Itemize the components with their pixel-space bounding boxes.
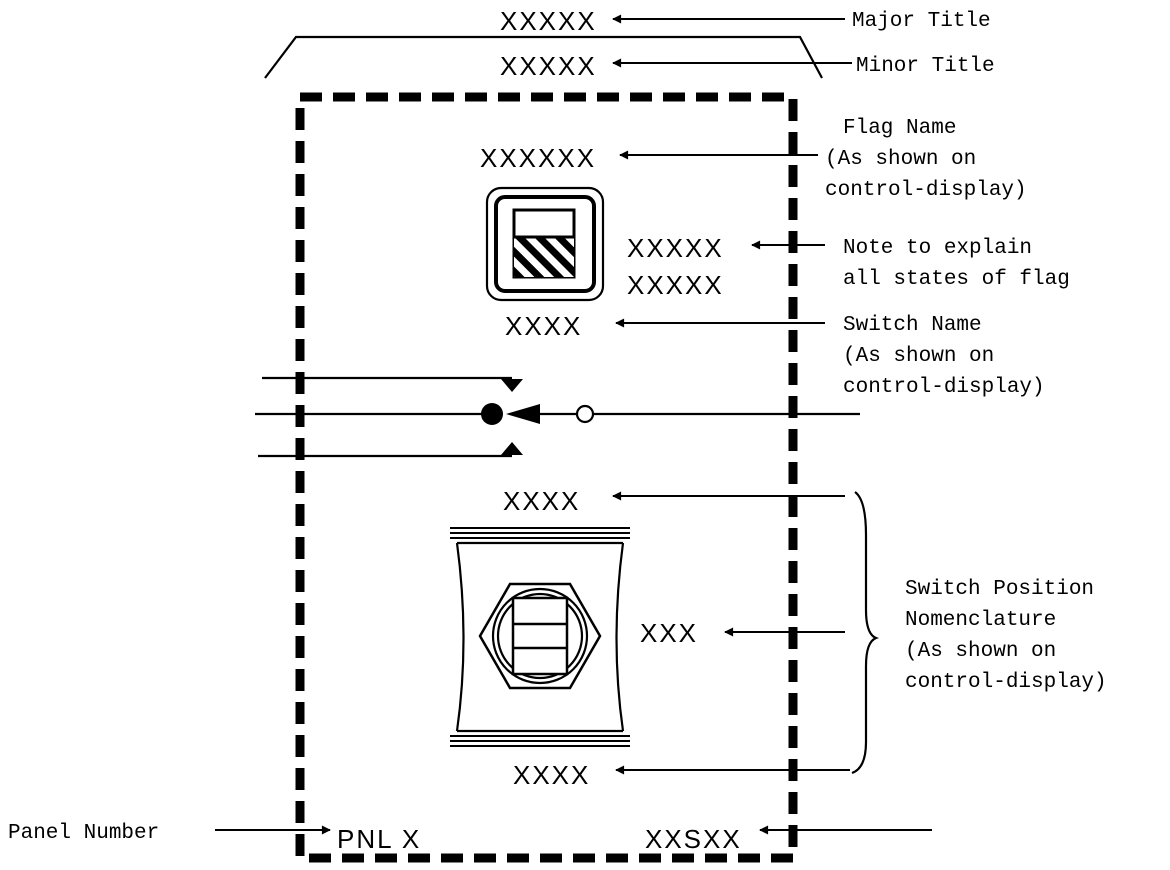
- callout-flag-name: Flag Name (As shown on control-display): [825, 117, 1027, 202]
- switch-position-top-code: XXXX: [503, 486, 580, 516]
- callout-arrows: [215, 14, 932, 835]
- callout-switch-name: Switch Name (As shown on control-display…: [843, 314, 1045, 399]
- flag-indicator-icon: [485, 186, 605, 302]
- switch-name-code: XXXX: [505, 311, 582, 341]
- panel-id-code: XXSXX: [645, 824, 742, 854]
- major-title-code: XXXXX: [500, 6, 597, 36]
- panel-boundary: [295, 92, 798, 863]
- switch-symbol-icon: [255, 376, 860, 458]
- flag-note-code-1: XXXXX: [627, 233, 724, 263]
- callout-flag-note: Note to explain all states of flag: [843, 237, 1070, 291]
- callout-panel-number: Panel Number: [8, 822, 159, 845]
- minor-title-code: XXXXX: [500, 51, 597, 81]
- panel-number-code: PNL X: [337, 824, 421, 854]
- switch-position-bottom-code: XXXX: [513, 760, 590, 790]
- flag-name-code: XXXXXX: [480, 143, 596, 173]
- title-bracket: [264, 35, 823, 79]
- callout-switch-position: Switch Position Nomenclature (As shown o…: [905, 578, 1107, 694]
- switch-position-brace: [851, 491, 879, 775]
- callout-minor-title: Minor Title: [856, 55, 995, 78]
- callout-major-title: Major Title: [852, 10, 991, 33]
- rotary-switch-icon: [450, 527, 630, 747]
- switch-position-mid-code: XXX: [640, 618, 698, 648]
- flag-note-code-2: XXXXX: [627, 270, 724, 300]
